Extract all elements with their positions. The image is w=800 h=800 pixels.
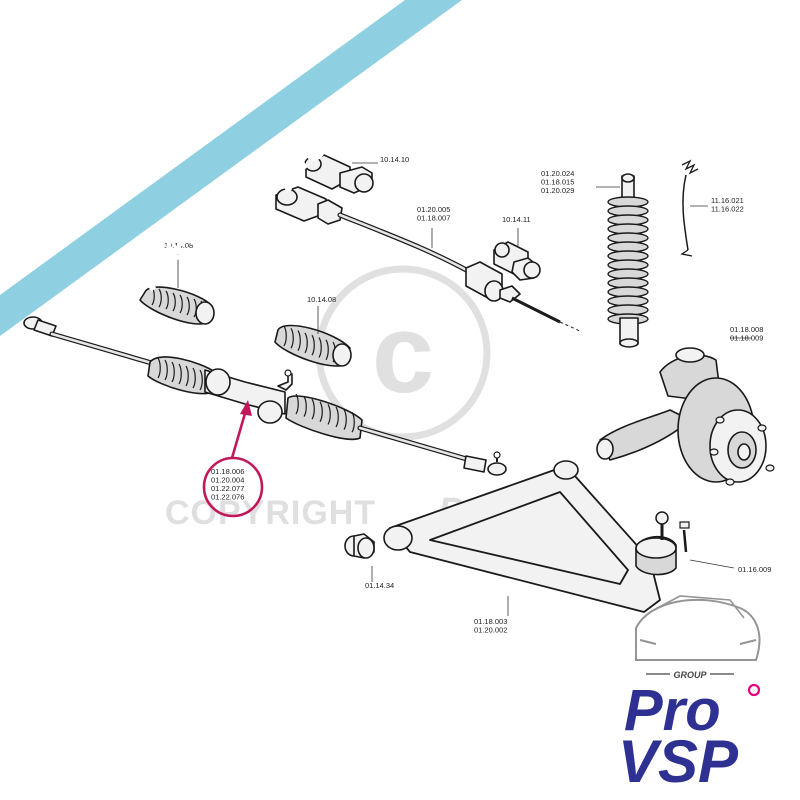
highlight-arrow	[230, 409, 248, 459]
logo-group-label: GROUP	[673, 670, 707, 680]
logo-line-pro: Pro	[624, 678, 721, 743]
silent-block	[344, 533, 375, 582]
bushing-small	[493, 228, 541, 281]
shock-absorber	[596, 173, 649, 348]
part-ref-gear-cable: 01.18.007	[417, 214, 450, 223]
car-outline	[635, 595, 761, 661]
part-ref-steering-rack: 01.22.076	[211, 493, 244, 502]
part-ref-spring-clip: 11.16.021	[711, 196, 744, 205]
banner-strip	[0, 0, 462, 336]
highlight-marker	[202, 400, 264, 518]
part-ref-shock-absorber: 01.20.029	[541, 186, 574, 195]
highlight-arrowhead	[240, 400, 252, 416]
logo-line-vsp: VSP	[618, 728, 739, 795]
spring-clip	[680, 159, 708, 257]
gaiter-left	[139, 254, 215, 325]
wishbone	[383, 460, 735, 616]
part-ref-gaiter-mid: 10.14.08	[307, 295, 336, 304]
part-ref-shock-absorber: 01.20.024	[541, 169, 574, 178]
copyright-text: COPYRIGHT	[165, 494, 376, 532]
gaiter-mid	[274, 306, 352, 367]
steering-rack	[23, 297, 507, 476]
part-ref-silent-block: 01.14.34	[365, 581, 394, 590]
part-ref-hub-carrier: 01.18.008	[730, 325, 763, 334]
hub-carrier	[596, 337, 775, 486]
part-ref-hub-carrier: 01.18.009	[730, 334, 763, 343]
part-ref-bushing-top: 10.14.10	[380, 155, 409, 164]
part-ref-wishbone: 01.20.002	[474, 626, 507, 635]
copyright-c-letter: c	[372, 291, 434, 416]
part-ref-steering-rack: 01.20.004	[211, 476, 244, 485]
provsp-logo: GROUP Pro VSP	[618, 670, 761, 795]
part-ref-gaiter-left: 10.14.08	[164, 241, 193, 250]
logo-accent-dot	[747, 683, 761, 697]
part-ref-bushing-small: 10.14.11	[502, 215, 531, 224]
bushing-top	[304, 154, 378, 194]
part-ref-spring-clip: 11.16.022	[711, 205, 744, 214]
gear-cable	[275, 186, 583, 333]
part-ref-wishbone: 01.18.003	[474, 617, 507, 626]
part-ref-shock-absorber: 01.18.015	[541, 178, 574, 187]
part-ref-gear-cable: 01.20.005	[417, 205, 450, 214]
part-ref-steering-rack: 01.22.077	[211, 484, 244, 493]
part-ref-steering-rack: 01.18.006	[211, 467, 244, 476]
part-ref-ball-joint: 01.16.009	[738, 565, 771, 574]
